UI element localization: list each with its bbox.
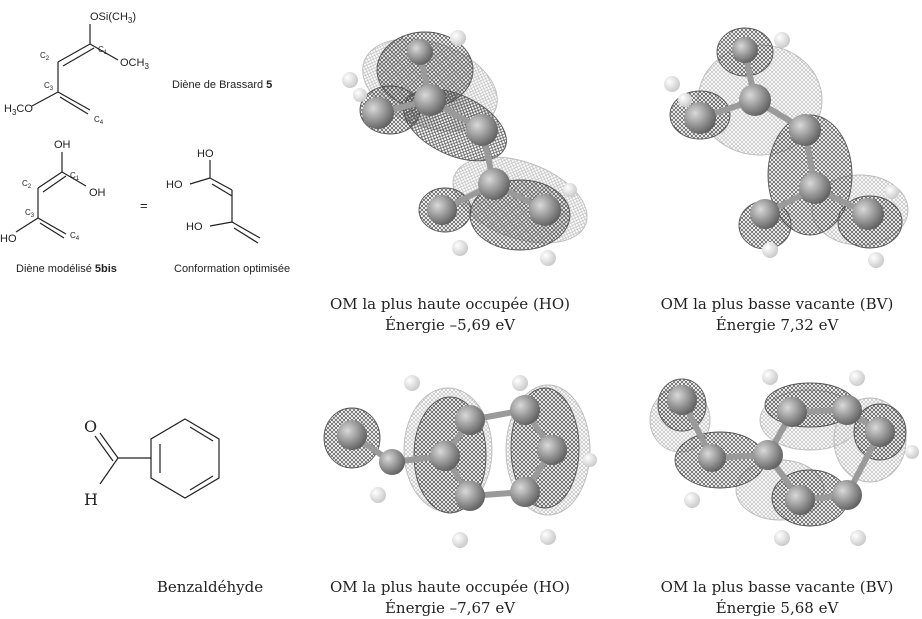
orbital-benzaldehyde-ho bbox=[323, 375, 597, 548]
orbital-caption-1: OM la plus haute occupée (HO) Énergie –5… bbox=[329, 295, 571, 334]
svg-text:HO: HO bbox=[166, 179, 183, 191]
svg-text:OH: OH bbox=[89, 187, 106, 199]
svg-text:H3CO: H3CO bbox=[4, 103, 33, 117]
orbital-caption-3: OM la plus haute occupée (HO) Énergie –7… bbox=[329, 578, 571, 617]
orbital-caption-4: OM la plus basse vacante (BV) Énergie 5,… bbox=[660, 578, 894, 617]
svg-text:=: = bbox=[140, 198, 148, 213]
svg-text:C3: C3 bbox=[25, 208, 35, 219]
orbital-caption-2: OM la plus basse vacante (BV) Énergie 7,… bbox=[660, 295, 894, 334]
benzaldehyde-name: Benzaldéhyde bbox=[156, 578, 264, 596]
brassard-diene-structure: OSi(CH3) C1 OCH3 C2 C3 H3CO C4 Diène de … bbox=[4, 11, 272, 126]
svg-text:C1: C1 bbox=[98, 45, 108, 56]
svg-text:OCH3: OCH3 bbox=[120, 57, 149, 71]
model-name: Diène modélisé 5bis bbox=[16, 263, 117, 275]
svg-text:O: O bbox=[84, 417, 97, 436]
benzaldehyde-structure: O H bbox=[84, 417, 220, 509]
svg-text:HO: HO bbox=[186, 221, 203, 233]
svg-text:C1: C1 bbox=[70, 171, 80, 182]
svg-text:C2: C2 bbox=[22, 179, 32, 190]
model-diene-structure: OH OH C1 C2 C3 C4 HO = Diène modélisé 5b… bbox=[0, 139, 148, 275]
svg-text:HO: HO bbox=[197, 148, 214, 160]
optimized-caption: Conformation optimisée bbox=[174, 263, 290, 275]
orbital-diene-ho bbox=[342, 30, 588, 266]
optimized-conformation-structure: HO HO HO Conformation optimisée bbox=[166, 148, 290, 275]
svg-text:C2: C2 bbox=[40, 51, 50, 62]
svg-text:OH: OH bbox=[54, 139, 71, 151]
svg-text:H: H bbox=[84, 490, 98, 509]
svg-text:C3: C3 bbox=[44, 81, 54, 92]
svg-text:HO: HO bbox=[0, 233, 17, 245]
svg-text:C4: C4 bbox=[70, 231, 80, 242]
svg-text:C4: C4 bbox=[94, 115, 104, 126]
orbital-benzaldehyde-bv bbox=[649, 369, 919, 546]
orbital-diene-bv bbox=[664, 27, 909, 268]
brassard-name: Diène de Brassard 5 bbox=[172, 79, 272, 91]
svg-text:OSi(CH3): OSi(CH3) bbox=[90, 11, 136, 25]
